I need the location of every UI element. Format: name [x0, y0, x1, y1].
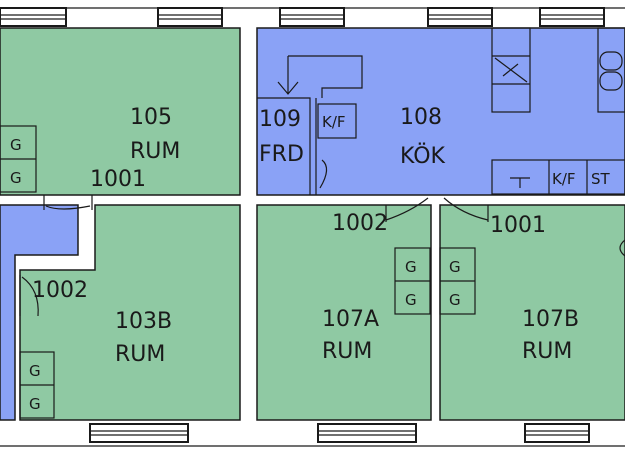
fixture-g-label: G [405, 291, 417, 309]
room-108-name: KÖK [400, 143, 446, 169]
door-1001-swing [43, 195, 93, 210]
fixture-g-label: G [29, 362, 41, 380]
room-107a-number: 107A [322, 307, 379, 332]
window-top-4 [427, 7, 493, 27]
corridor[interactable] [0, 204, 79, 421]
room-105-number: 105 [130, 105, 172, 130]
room-105-name: RUM [130, 139, 180, 164]
room-107a[interactable] [256, 204, 432, 421]
room-109-name: FRD [259, 142, 304, 167]
room-107b-name: RUM [522, 339, 572, 364]
fixture-g-label: G [449, 291, 461, 309]
fixture-g-label: G [10, 169, 22, 187]
room-103b[interactable] [19, 204, 241, 421]
room-109-number: 109 [259, 107, 301, 132]
fixture-kf-109: K/F [317, 103, 357, 139]
fixture-g-107a: G G [394, 247, 431, 315]
room-108-number: 108 [400, 105, 442, 130]
door-1001-label: 1001 [90, 167, 146, 192]
door-1002-left-swing [19, 275, 39, 317]
door-1001-label: 1001 [490, 213, 546, 238]
door-1001-right-swing [443, 197, 489, 222]
window-top-2 [157, 7, 223, 27]
fixture-g-label: G [405, 258, 417, 276]
window-top-5 [539, 7, 605, 27]
door-arc-107b [619, 239, 625, 257]
window-bottom-3 [524, 423, 590, 443]
fixture-g-label: G [29, 395, 41, 413]
fixture-kf-label: K/F [322, 113, 346, 131]
fixture-g-label: G [449, 258, 461, 276]
door-1002-swing [385, 197, 429, 222]
kitchen-counter-top [491, 27, 531, 113]
room-103b-number: 103B [115, 309, 172, 334]
fixture-g-107b: G G [439, 247, 476, 315]
fixture-kf-label: K/F [552, 170, 576, 188]
room-109-outline [257, 55, 363, 195]
fixture-g-103b: G G [19, 351, 55, 419]
room-103b-name: RUM [115, 342, 165, 367]
fixture-st-label: ST [591, 170, 611, 188]
stove [597, 27, 625, 113]
window-bottom-2 [317, 423, 417, 443]
door-1002-label: 1002 [32, 278, 88, 303]
room-105[interactable] [0, 27, 241, 196]
fixture-g-label: G [10, 136, 22, 154]
kitchen-counter-bottom: K/F ST [491, 159, 625, 195]
door-1002-label: 1002 [332, 211, 388, 236]
window-top-3 [279, 7, 345, 27]
room-107b-number: 107B [522, 307, 579, 332]
window-bottom-1 [89, 423, 189, 443]
fixture-g-105: G G [0, 125, 37, 193]
room-107a-name: RUM [322, 339, 372, 364]
window-top-1 [0, 7, 67, 27]
